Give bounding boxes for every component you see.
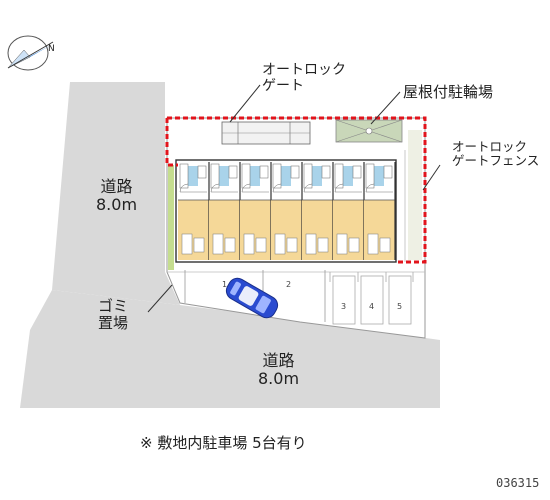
north-label: N (48, 44, 55, 54)
gate-pointer (229, 84, 261, 123)
parking-note: ※ 敷地内駐車場 5台有り (140, 434, 307, 452)
road-bottom (20, 290, 440, 408)
parking-number-1: 1 (222, 280, 228, 289)
road-left-label: 道路 8.0m (96, 177, 138, 215)
greenery-left (168, 165, 174, 270)
parking-number-5: 5 (397, 302, 403, 311)
parking-number-2: 2 (286, 280, 292, 289)
road-bottom-width: 8.0m (258, 369, 300, 389)
road-left (52, 82, 180, 305)
building (178, 162, 396, 260)
bike-parking-label: 屋根付駐輪場 (403, 83, 494, 101)
gate-label-line2: ゲート (262, 78, 304, 95)
bike-pointer (370, 91, 401, 125)
garbage-pointer (147, 284, 173, 313)
property-code: 036315 (496, 476, 540, 490)
car-icon (225, 277, 279, 319)
road-bottom-name: 道路 (262, 351, 295, 370)
greenery-right (408, 130, 422, 260)
fence-label-line1: オートロック (452, 139, 528, 154)
road-left-name: 道路 (100, 177, 133, 196)
fence-label-line2: ゲートフェンス (452, 153, 540, 169)
parking-lot (184, 270, 414, 325)
road-left-width: 8.0m (96, 195, 138, 215)
fence-pointer (422, 164, 441, 191)
gate-label-line1: オートロック (262, 62, 346, 78)
parking-number-4: 4 (369, 302, 375, 311)
site-boundary (167, 116, 427, 264)
road-bottom-label: 道路 8.0m (258, 351, 300, 389)
parking-number-3: 3 (341, 302, 347, 311)
fence-label: オートロック ゲートフェンス (452, 139, 540, 169)
garbage-label-line2: 置場 (98, 314, 129, 333)
gate-label: オートロック ゲート (262, 62, 346, 94)
building-outline (175, 159, 397, 263)
garbage-label: ゴミ 置場 (98, 297, 129, 333)
garbage-label-line1: ゴミ (98, 297, 129, 315)
compass-icon (7, 35, 54, 71)
